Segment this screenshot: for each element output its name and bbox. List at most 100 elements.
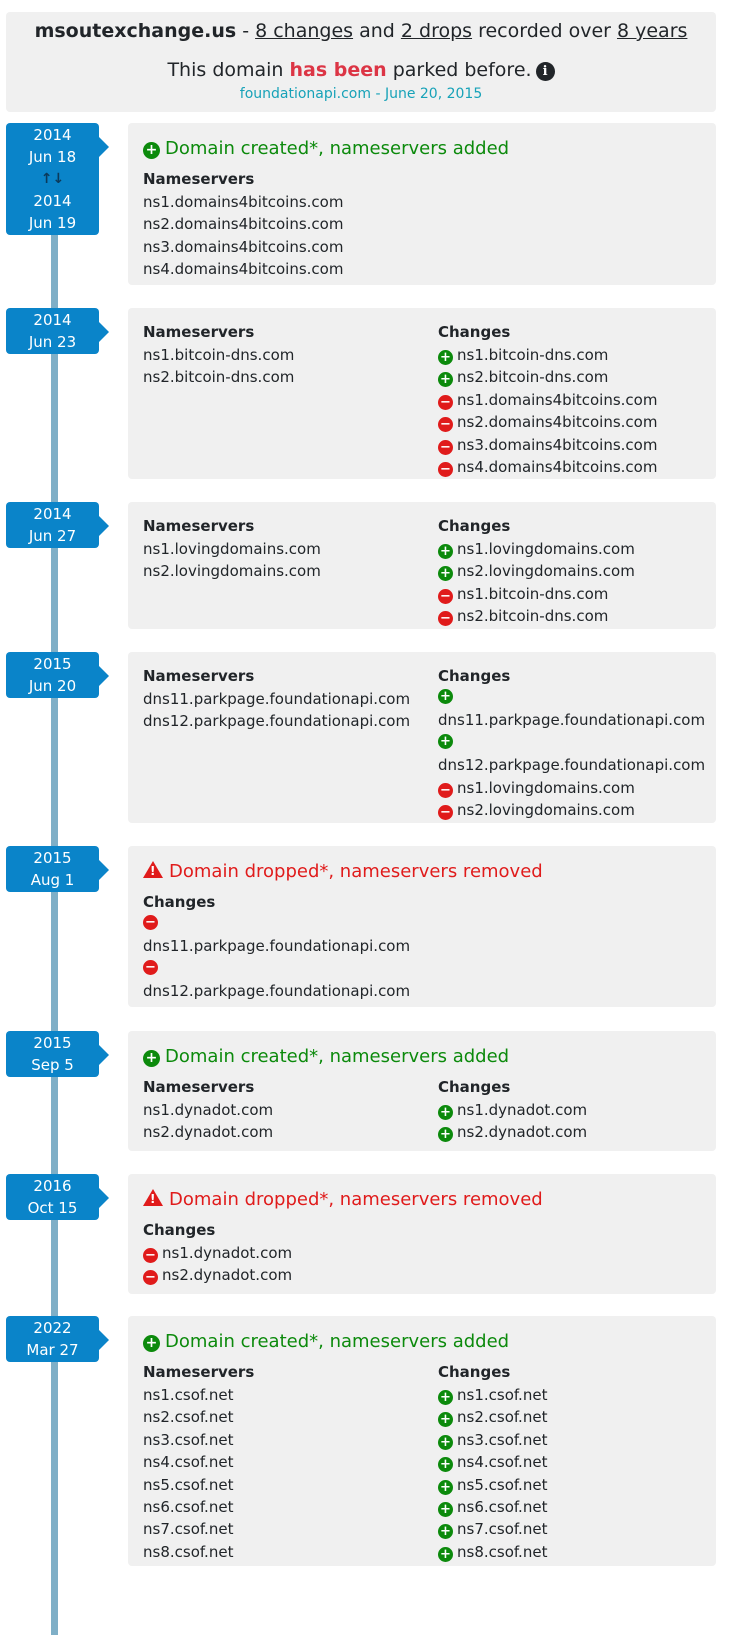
nameserver-item: ns3.csof.net [143, 1430, 234, 1449]
date-badge: 2014 Jun 18 ↑↓ 2014 Jun 19 [6, 123, 109, 235]
drops-count-link[interactable]: 2 drops [400, 20, 473, 42]
event-title: !Domain dropped*, nameservers removed [143, 1188, 701, 1212]
changes-count-link[interactable]: 8 changes [255, 20, 354, 42]
plus-circle-icon: + [438, 1105, 453, 1120]
event-title: !Domain dropped*, nameservers removed [143, 860, 701, 884]
parked-highlight: has been [289, 59, 387, 81]
change-added: +ns2.lovingdomains.com [438, 560, 708, 582]
change-added: +ns1.dynadot.com [438, 1099, 708, 1121]
date-badge: 2015 Jun 20 [6, 652, 109, 698]
changes-heading: Changes [438, 323, 511, 341]
nameserver-item: ns4.csof.net [143, 1453, 234, 1472]
event-card: !Domain dropped*, nameservers removed Ch… [128, 846, 716, 1007]
plus-circle-icon: + [438, 1457, 453, 1473]
event-card: !Domain dropped*, nameservers removed Ch… [128, 1174, 716, 1294]
change-removed: −ns2.dynadot.com [143, 1264, 438, 1286]
nameserver-item: ns1.bitcoin-dns.com [143, 346, 295, 364]
timeline-bar [51, 220, 58, 1635]
changes-heading: Changes [438, 517, 511, 535]
info-icon[interactable]: i [535, 62, 555, 81]
plus-circle-icon: + [438, 1502, 453, 1518]
summary-line: msoutexchange.us - 8 changes and 2 drops… [34, 20, 688, 42]
change-added: +ns1.csof.net [438, 1384, 708, 1406]
date-badge: 2014 Jun 23 [6, 308, 109, 354]
up-down-arrows-icon: ↑↓ [40, 171, 65, 187]
change-removed: −ns2.bitcoin-dns.com [438, 605, 708, 627]
nameserver-item: ns1.dynadot.com [143, 1101, 274, 1119]
minus-circle-icon: − [143, 1270, 158, 1286]
minus-circle-icon: − [438, 805, 453, 821]
event-title: +Domain created*, nameservers added [143, 1330, 701, 1354]
plus-circle-icon: + [143, 1050, 160, 1067]
change-added: +ns3.csof.net [438, 1429, 708, 1451]
change-added: +ns6.csof.net [438, 1496, 708, 1518]
parked-status: This domain has been parked before.i [6, 58, 716, 82]
event-title: +Domain created*, nameservers added [143, 1045, 701, 1069]
change-removed: −ns1.lovingdomains.com [438, 777, 708, 799]
change-added: +ns4.csof.net [438, 1451, 708, 1473]
plus-circle-icon: + [438, 350, 453, 365]
nameserver-item: ns8.csof.net [143, 1542, 234, 1561]
changes-heading: Changes [438, 1078, 511, 1096]
nameserver-item: ns4.domains4bitcoins.com [143, 260, 344, 279]
minus-circle-icon: − [143, 915, 158, 930]
change-added: +ns8.csof.net [438, 1541, 708, 1563]
nameservers-heading: Nameservers [143, 323, 255, 341]
nameserver-item: ns1.lovingdomains.com [143, 540, 321, 558]
plus-circle-icon: + [438, 1546, 453, 1562]
warning-triangle-icon: ! [143, 861, 163, 878]
change-removed: −ns2.lovingdomains.com [438, 799, 708, 821]
change-added: +dns12.parkpage.foundationapi.com [438, 734, 706, 775]
event-card: +Domain created*, nameservers added Name… [128, 1031, 716, 1151]
event-card: Nameservers dns11.parkpage.foundationapi… [128, 652, 716, 823]
minus-circle-icon: − [438, 611, 453, 627]
minus-circle-icon: − [143, 1248, 158, 1263]
change-removed: −dns12.parkpage.foundationapi.com [143, 960, 411, 1001]
nameservers-heading: Nameservers [143, 1363, 255, 1381]
warning-triangle-icon: ! [143, 1189, 163, 1206]
plus-circle-icon: + [143, 1335, 160, 1352]
plus-circle-icon: + [438, 1434, 453, 1450]
change-removed: −ns1.dynadot.com [143, 1242, 438, 1264]
change-added: +dns11.parkpage.foundationapi.com [438, 689, 706, 729]
date-badge: 2014 Jun 27 [6, 502, 109, 548]
change-added: +ns1.bitcoin-dns.com [438, 344, 708, 366]
event-title: +Domain created*, nameservers added [143, 137, 701, 161]
event-card: Nameservers ns1.lovingdomains.com ns2.lo… [128, 502, 716, 629]
date-badge: 2022 Mar 27 [6, 1316, 109, 1362]
event-card: Nameservers ns1.bitcoin-dns.com ns2.bitc… [128, 308, 716, 479]
nameserver-item: ns2.lovingdomains.com [143, 562, 321, 581]
nameserver-item: ns1.domains4bitcoins.com [143, 193, 344, 211]
minus-circle-icon: − [438, 588, 453, 604]
plus-circle-icon: + [438, 734, 453, 750]
change-removed: −ns4.domains4bitcoins.com [438, 456, 708, 478]
plus-circle-icon: + [438, 689, 453, 704]
event-card: +Domain created*, nameservers added Name… [128, 123, 716, 285]
change-added: +ns2.bitcoin-dns.com [438, 366, 708, 388]
nameserver-item: ns3.domains4bitcoins.com [143, 237, 344, 256]
change-added: +ns2.csof.net [438, 1406, 708, 1428]
years-link[interactable]: 8 years [617, 20, 688, 42]
plus-circle-icon: + [438, 1127, 453, 1143]
change-removed: −ns1.bitcoin-dns.com [438, 583, 708, 605]
nameservers-heading: Nameservers [143, 170, 255, 188]
nameserver-item: ns5.csof.net [143, 1475, 234, 1494]
plus-circle-icon: + [438, 544, 453, 559]
plus-circle-icon: + [438, 372, 453, 388]
nameserver-item: dns11.parkpage.foundationapi.com [143, 690, 411, 708]
changes-heading: Changes [143, 893, 216, 911]
parked-link[interactable]: foundationapi.com - June 20, 2015 [239, 86, 483, 102]
minus-circle-icon: − [438, 394, 453, 410]
nameserver-item: ns2.dynadot.com [143, 1123, 274, 1142]
nameserver-item: ns1.csof.net [143, 1386, 234, 1404]
plus-circle-icon: + [143, 142, 160, 159]
change-added: +ns5.csof.net [438, 1474, 708, 1496]
plus-circle-icon: + [438, 1479, 453, 1495]
minus-circle-icon: − [143, 960, 158, 976]
changes-heading: Changes [143, 1221, 216, 1239]
nameserver-item: ns6.csof.net [143, 1498, 234, 1517]
nameserver-item: ns2.domains4bitcoins.com [143, 215, 344, 234]
change-added: +ns2.dynadot.com [438, 1121, 708, 1143]
change-added: +ns1.lovingdomains.com [438, 538, 708, 560]
change-removed: −ns2.domains4bitcoins.com [438, 411, 708, 433]
